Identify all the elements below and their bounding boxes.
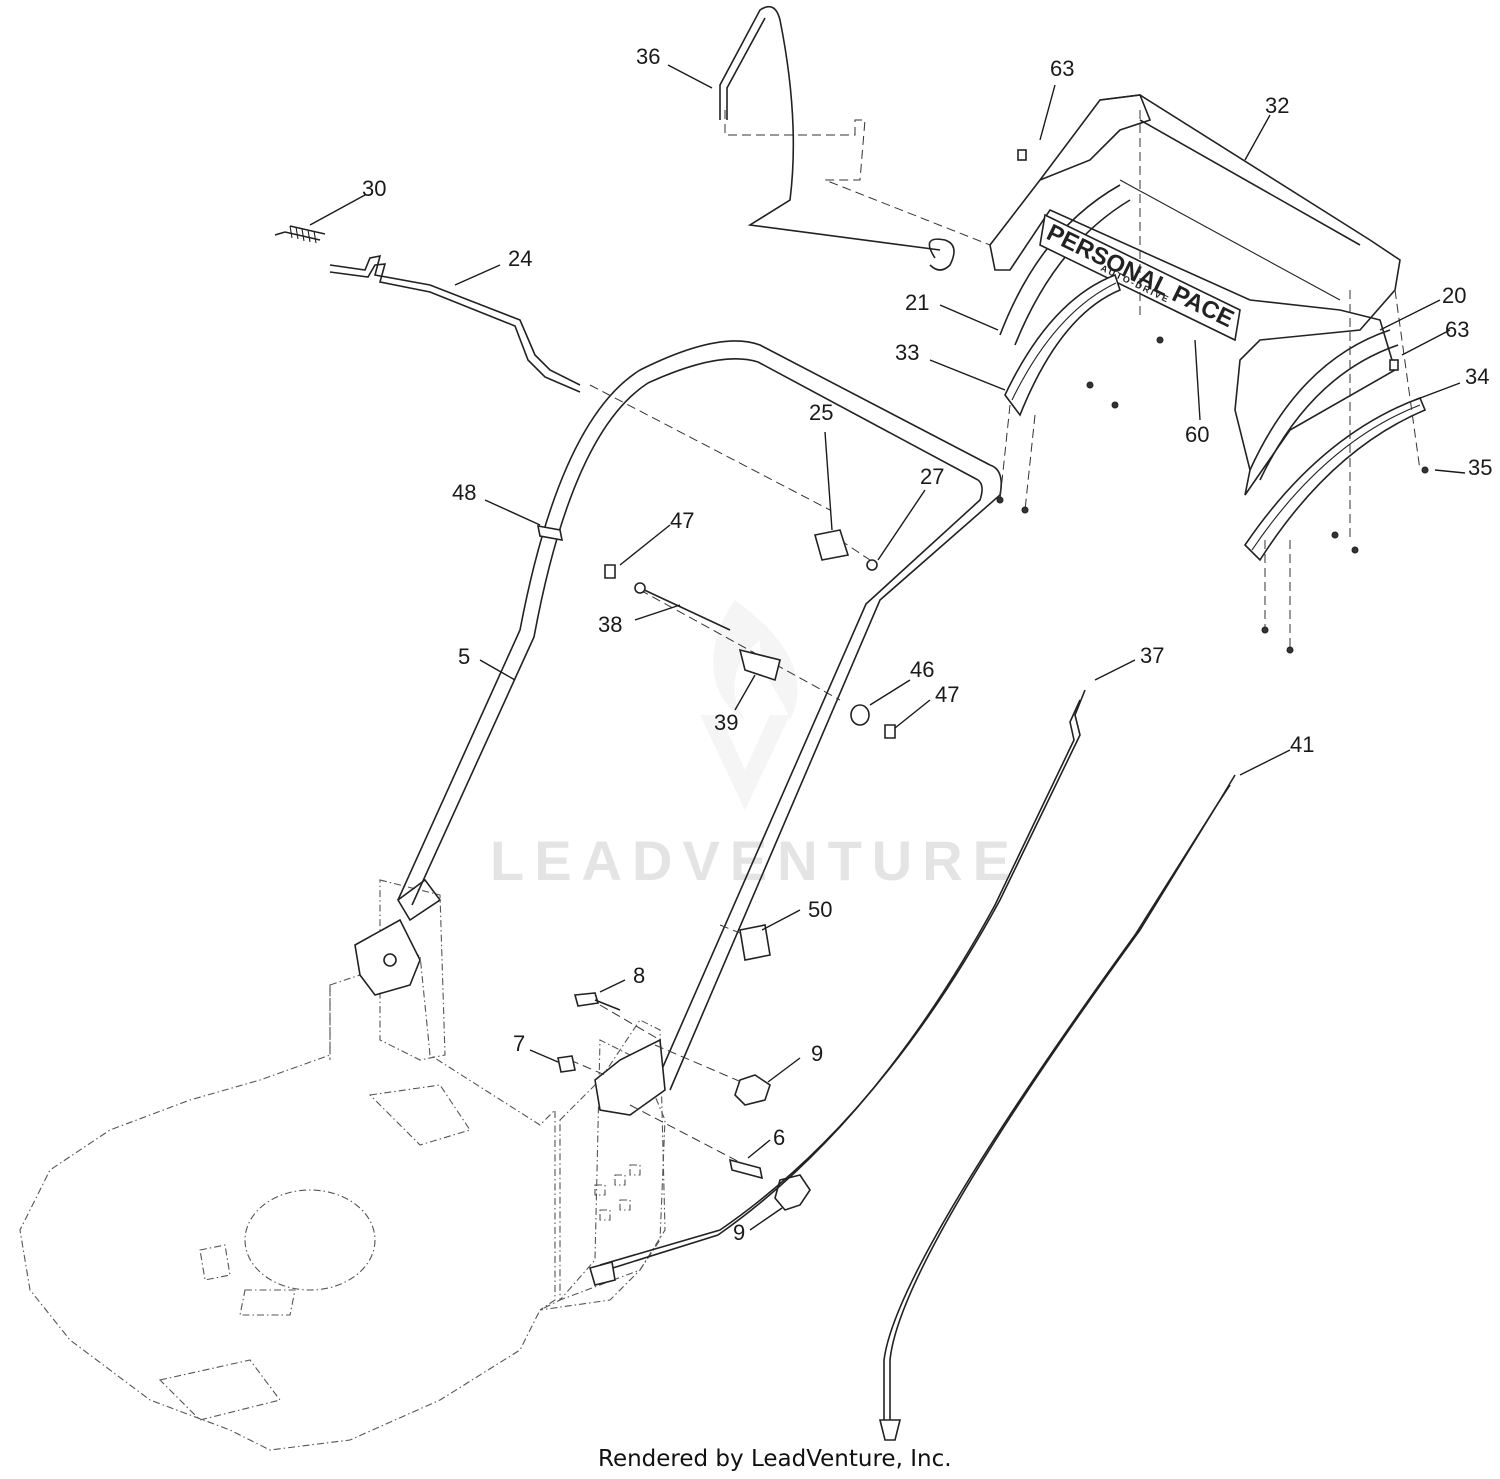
callout-60: 60 — [1185, 422, 1209, 447]
spring-30 — [274, 225, 326, 244]
callout-21: 21 — [905, 290, 929, 315]
footer-credit: Rendered by LeadVenture, Inc. — [598, 1446, 952, 1472]
knob-9-lower — [774, 1174, 811, 1211]
watermark-text: LEADVENTURE — [490, 829, 1020, 892]
callout-39: 39 — [714, 710, 738, 735]
clip-50 — [739, 924, 771, 961]
rod-24 — [329, 254, 581, 393]
callout-50: 50 — [808, 897, 832, 922]
callout-30: 30 — [362, 176, 386, 201]
callout-35: 35 — [1468, 455, 1492, 480]
callout-25: 25 — [809, 400, 833, 425]
pin-48 — [536, 525, 564, 541]
callout-41: 41 — [1290, 732, 1314, 757]
cam-25 — [813, 529, 850, 561]
callout-63-upper: 63 — [1050, 56, 1074, 81]
callout-48: 48 — [452, 480, 476, 505]
callout-46: 46 — [910, 657, 934, 682]
lower-handle — [354, 340, 1003, 1116]
washer-27 — [866, 559, 878, 571]
hardware — [536, 149, 1429, 1211]
nut-47-upper — [604, 564, 616, 579]
callout-32: 32 — [1265, 93, 1289, 118]
block-39 — [738, 648, 781, 682]
callouts: 36 63 32 30 24 21 20 63 33 34 60 25 27 3… — [362, 44, 1492, 1245]
bolt-38 — [634, 582, 646, 594]
callout-38: 38 — [598, 612, 622, 637]
spacer-46 — [850, 704, 870, 726]
callout-27: 27 — [920, 464, 944, 489]
cable-guides — [1004, 273, 1427, 562]
callout-34: 34 — [1465, 364, 1489, 389]
callout-36: 36 — [636, 44, 660, 69]
nut-47-lower — [884, 724, 896, 739]
bolt-8 — [573, 992, 600, 1007]
callout-37: 37 — [1140, 643, 1164, 668]
bail-36 — [719, 5, 955, 271]
callout-33: 33 — [895, 340, 919, 365]
callout-9-upper: 9 — [811, 1041, 823, 1066]
callout-9-lower: 9 — [733, 1220, 745, 1245]
bolt-6 — [728, 1158, 764, 1180]
nut-7 — [557, 1055, 576, 1073]
watermark-logo-icon — [700, 600, 798, 810]
callout-47-lower: 47 — [935, 682, 959, 707]
cables — [589, 689, 1236, 1441]
leader-lines — [309, 64, 1466, 1231]
callout-6: 6 — [773, 1125, 785, 1150]
callout-7: 7 — [513, 1031, 525, 1056]
callout-63-lower: 63 — [1445, 317, 1469, 342]
callout-8: 8 — [633, 963, 645, 988]
callout-24: 24 — [508, 246, 532, 271]
mower-deck-ghost — [19, 879, 666, 1451]
callout-47-upper: 47 — [670, 508, 694, 533]
callout-5: 5 — [458, 644, 470, 669]
callout-20: 20 — [1442, 283, 1466, 308]
assembly-lines — [569, 110, 1421, 1166]
knob-9-upper — [734, 1074, 771, 1106]
watermark: LEADVENTURE — [490, 600, 1020, 892]
